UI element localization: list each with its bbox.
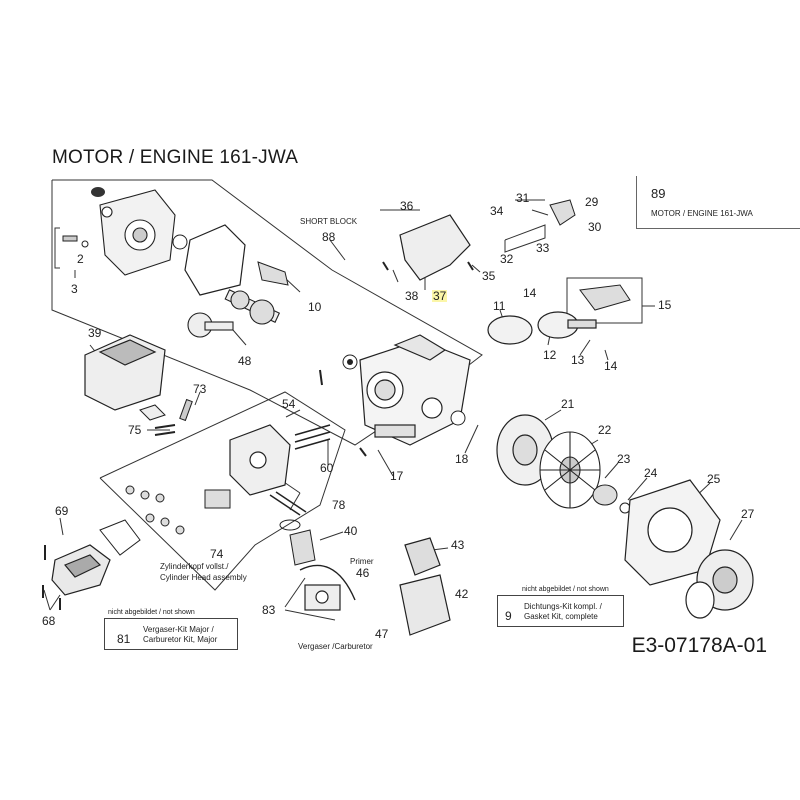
callout-27: 27 bbox=[741, 507, 755, 521]
caption-short-block: SHORT BLOCK bbox=[300, 217, 358, 226]
valve-cover-drawing bbox=[51, 544, 111, 596]
short-block-drawing bbox=[359, 334, 471, 446]
caption-carburetor: Vergaser /Carburetor bbox=[298, 642, 373, 651]
callout-33: 33 bbox=[536, 241, 550, 255]
callout-36: 36 bbox=[400, 199, 414, 213]
fuel-tank-drawing bbox=[84, 334, 166, 411]
bracket-15 bbox=[566, 277, 643, 324]
callout-3: 3 bbox=[71, 282, 78, 296]
head-group-outline bbox=[99, 391, 346, 591]
callout-25: 25 bbox=[707, 472, 721, 486]
camshaft-drawing bbox=[187, 312, 234, 338]
callout-88: 88 bbox=[322, 230, 336, 244]
callout-75: 75 bbox=[128, 423, 142, 437]
gasket-kit-line2: Gasket Kit, complete bbox=[524, 612, 598, 621]
callout-21: 21 bbox=[561, 397, 575, 411]
diagram-title: MOTOR / ENGINE 161-JWA bbox=[52, 147, 299, 168]
fan-drawing bbox=[539, 431, 601, 509]
callout-24: 24 bbox=[644, 466, 658, 480]
caption-cylinder-head-en: Cylinder Head assembly bbox=[160, 573, 247, 582]
callout-34: 34 bbox=[490, 204, 504, 218]
flywheel-drawing bbox=[496, 414, 554, 486]
callout-37-highlighted[interactable]: 37 bbox=[432, 289, 448, 303]
callout-74: 74 bbox=[210, 547, 224, 561]
gasket-kit-note: nicht abgebildet / not shown bbox=[522, 586, 609, 593]
cylinder-head-drawing bbox=[229, 424, 291, 496]
blower-housing-drawing bbox=[624, 479, 721, 586]
carb-kit-line2: Carburetor Kit, Major bbox=[143, 635, 218, 644]
callout-15: 15 bbox=[658, 298, 672, 312]
callout-83: 83 bbox=[262, 603, 276, 617]
callout-54: 54 bbox=[282, 397, 296, 411]
callout-48: 48 bbox=[238, 354, 252, 368]
gasket-kit-number: 9 bbox=[505, 609, 512, 623]
callout-17: 17 bbox=[390, 469, 404, 483]
callout-31: 31 bbox=[516, 191, 530, 205]
callout-38: 38 bbox=[405, 289, 419, 303]
callout-30: 30 bbox=[588, 220, 602, 234]
callout-12: 12 bbox=[543, 348, 557, 362]
callout-10: 10 bbox=[308, 300, 322, 314]
recoil-starter-drawing bbox=[685, 549, 754, 619]
callout-42: 42 bbox=[455, 587, 469, 601]
callout-23: 23 bbox=[617, 452, 631, 466]
carb-kit-number: 81 bbox=[117, 632, 131, 646]
legend-text: MOTOR / ENGINE 161-JWA bbox=[651, 209, 753, 218]
callout-18: 18 bbox=[455, 452, 469, 466]
callout-22: 22 bbox=[598, 423, 612, 437]
caption-primer: Primer bbox=[350, 557, 374, 566]
crankcase-cover-drawing bbox=[99, 189, 176, 276]
callout-73: 73 bbox=[193, 382, 207, 396]
air-filter-drawing bbox=[399, 537, 451, 636]
callout-40: 40 bbox=[344, 524, 358, 538]
callout-78: 78 bbox=[332, 498, 346, 512]
callout-60: 60 bbox=[320, 461, 334, 475]
carb-kit-note: nicht abgebildet / not shown bbox=[108, 609, 195, 616]
callout-43: 43 bbox=[451, 538, 465, 552]
shroud-drawing bbox=[399, 214, 471, 281]
valve-parts-drawing bbox=[125, 485, 231, 535]
caption-cylinder-head-de: Zylinderkopf vollst./ bbox=[160, 562, 229, 571]
gasket-drawing bbox=[184, 224, 246, 296]
callout-14-upper: 14 bbox=[523, 286, 537, 300]
gasket-kit-line1: Dichtungs-Kit kompl. / bbox=[524, 602, 602, 611]
callout-32: 32 bbox=[500, 252, 514, 266]
callout-29: 29 bbox=[585, 195, 599, 209]
callout-2: 2 bbox=[77, 252, 84, 266]
callout-46: 46 bbox=[356, 566, 370, 580]
callout-35: 35 bbox=[482, 269, 496, 283]
piston-drawing bbox=[487, 311, 597, 345]
carb-kit-line1: Vergaser-Kit Major / bbox=[143, 625, 214, 634]
callout-39: 39 bbox=[88, 326, 102, 340]
callout-68: 68 bbox=[42, 614, 56, 628]
carburetor-drawing bbox=[304, 584, 341, 611]
callout-14-lower: 14 bbox=[604, 359, 618, 373]
legend-box bbox=[636, 176, 800, 229]
carb-kit-box: 81 Vergaser-Kit Major / Carburetor Kit, … bbox=[104, 618, 238, 650]
callout-69: 69 bbox=[55, 504, 69, 518]
callout-11: 11 bbox=[493, 299, 506, 313]
seal-18 bbox=[450, 410, 466, 426]
crankshaft-drawing bbox=[224, 289, 281, 325]
callout-47: 47 bbox=[375, 627, 389, 641]
legend-number: 89 bbox=[651, 186, 666, 201]
bracket-2 bbox=[54, 227, 60, 269]
drawing-number: E3-07178A-01 bbox=[631, 634, 767, 657]
gasket-kit-box: 9 Dichtungs-Kit kompl. / Gasket Kit, com… bbox=[497, 595, 624, 627]
callout-13: 13 bbox=[571, 353, 585, 367]
